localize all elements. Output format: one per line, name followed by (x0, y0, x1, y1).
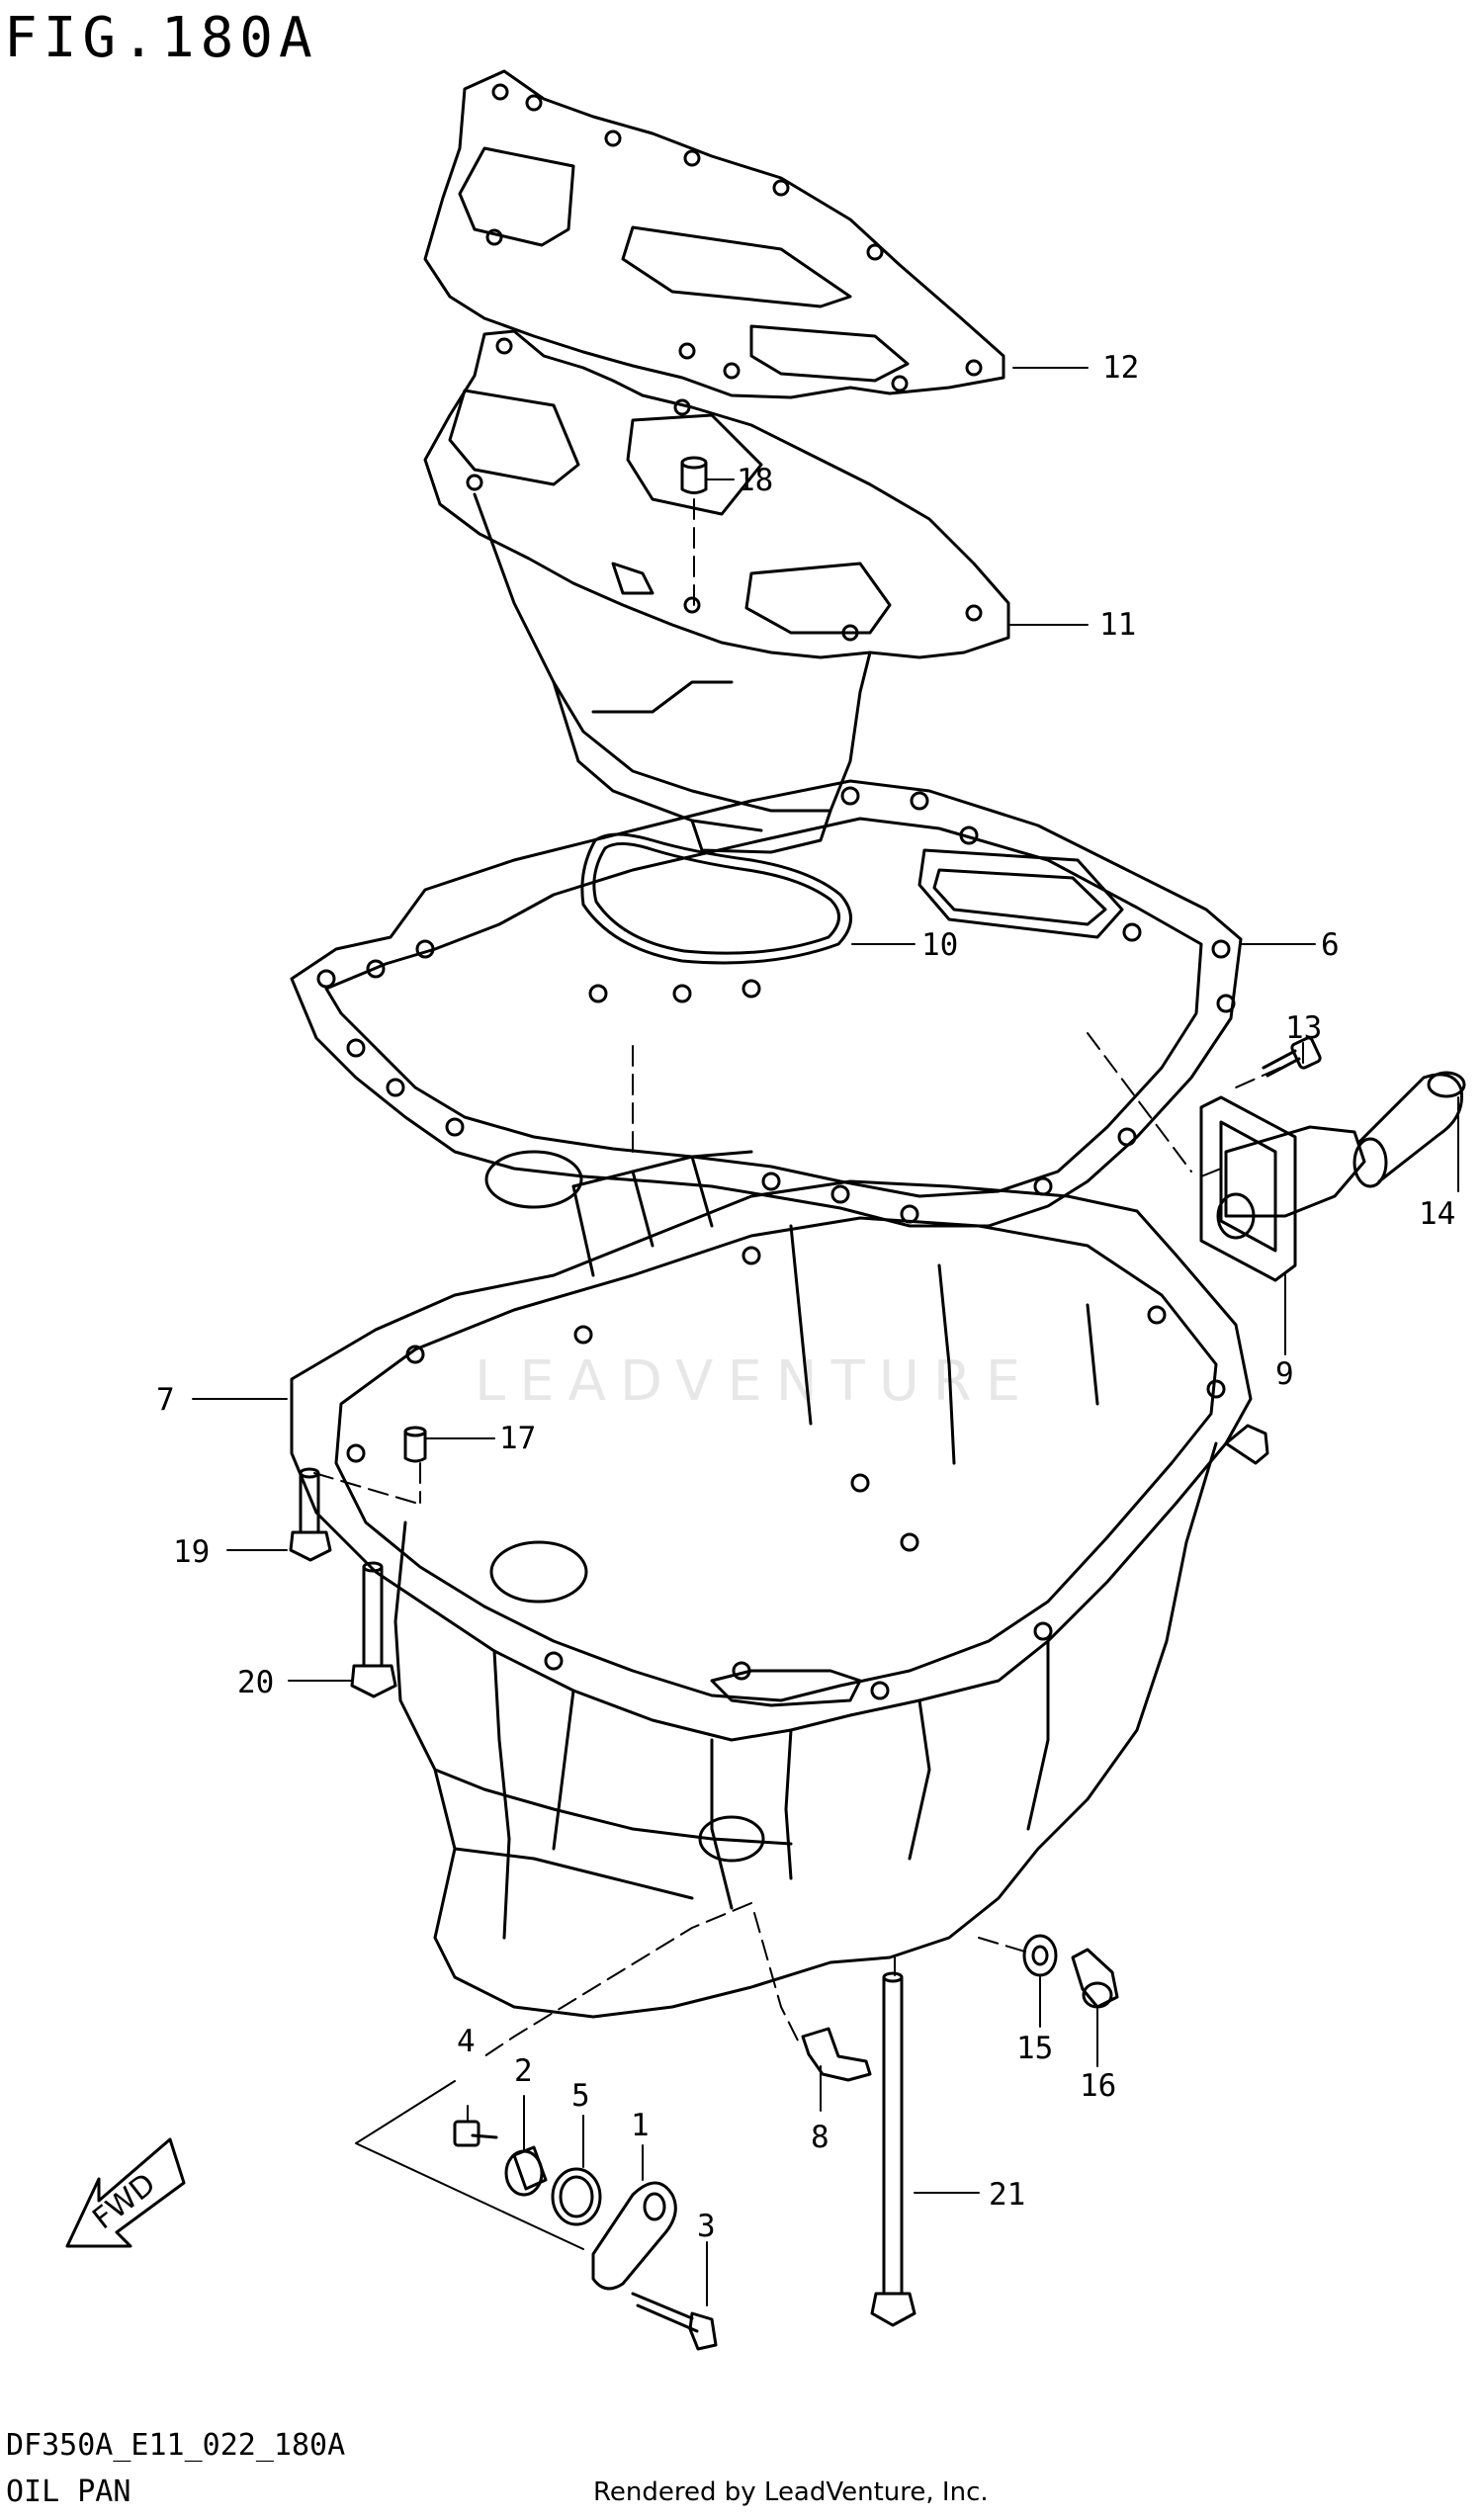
assembly-bracket (355, 2080, 584, 2250)
callout-5: 5 (571, 2078, 590, 2114)
sensor-assembly (453, 2120, 718, 2351)
part-17-pin (403, 1426, 427, 1463)
render-credit: Rendered by LeadVenture, Inc. (593, 2477, 989, 2507)
part-20-bolt (350, 1561, 397, 1698)
callout-18: 18 (737, 463, 773, 498)
diagram-name: OIL PAN (6, 2475, 131, 2509)
part-7-oil-pan (290, 1150, 1269, 2019)
callout-6: 6 (1321, 927, 1340, 963)
part-14-fitting (1352, 1071, 1466, 1188)
part-6-gasket (290, 779, 1243, 1228)
callout-13: 13 (1285, 1010, 1322, 1046)
callout-2: 2 (514, 2053, 533, 2089)
callout-12: 12 (1102, 350, 1139, 386)
part-11-housing (423, 329, 1010, 854)
watermark: LEADVENTURE (475, 1349, 1035, 1414)
callout-17: 17 (499, 1421, 536, 1456)
part-8-fitting (801, 2027, 872, 2082)
part-10-oring (580, 832, 852, 965)
callout-labels: 1 2 3 4 5 6 7 8 9 10 11 12 13 14 15 16 1… (156, 350, 1455, 2244)
part-19-bolt (289, 1467, 332, 1562)
callout-19: 19 (173, 1534, 210, 1570)
callout-14: 14 (1419, 1196, 1455, 1232)
leader-lines (192, 367, 1459, 2306)
callout-21: 21 (989, 2177, 1025, 2213)
callout-8: 8 (811, 2120, 829, 2155)
callout-11: 11 (1099, 607, 1136, 643)
callout-1: 1 (631, 2108, 650, 2143)
figure-title: FIG.180A (4, 6, 318, 70)
callout-4: 4 (457, 2024, 476, 2059)
part-13-bolt (1262, 1036, 1322, 1078)
assembly-lines (313, 498, 1281, 2057)
part-21-bolt (870, 1971, 916, 2327)
callout-7: 7 (156, 1382, 175, 1418)
part-9-cover (1199, 1095, 1366, 1282)
callout-15: 15 (1016, 2031, 1053, 2066)
part-15-washer (1022, 1934, 1058, 1977)
diagram-code: DF350A_E11_022_180A (6, 2428, 346, 2463)
part-12-gasket (423, 69, 1005, 399)
fwd-arrow: FWD (65, 2137, 186, 2248)
callout-3: 3 (697, 2209, 716, 2244)
part-16-plug (1071, 1948, 1119, 2009)
callout-20: 20 (237, 1665, 274, 1700)
callout-9: 9 (1275, 1356, 1294, 1392)
part-18-dowel (680, 456, 708, 494)
callout-10: 10 (921, 927, 958, 963)
callout-16: 16 (1080, 2068, 1116, 2104)
